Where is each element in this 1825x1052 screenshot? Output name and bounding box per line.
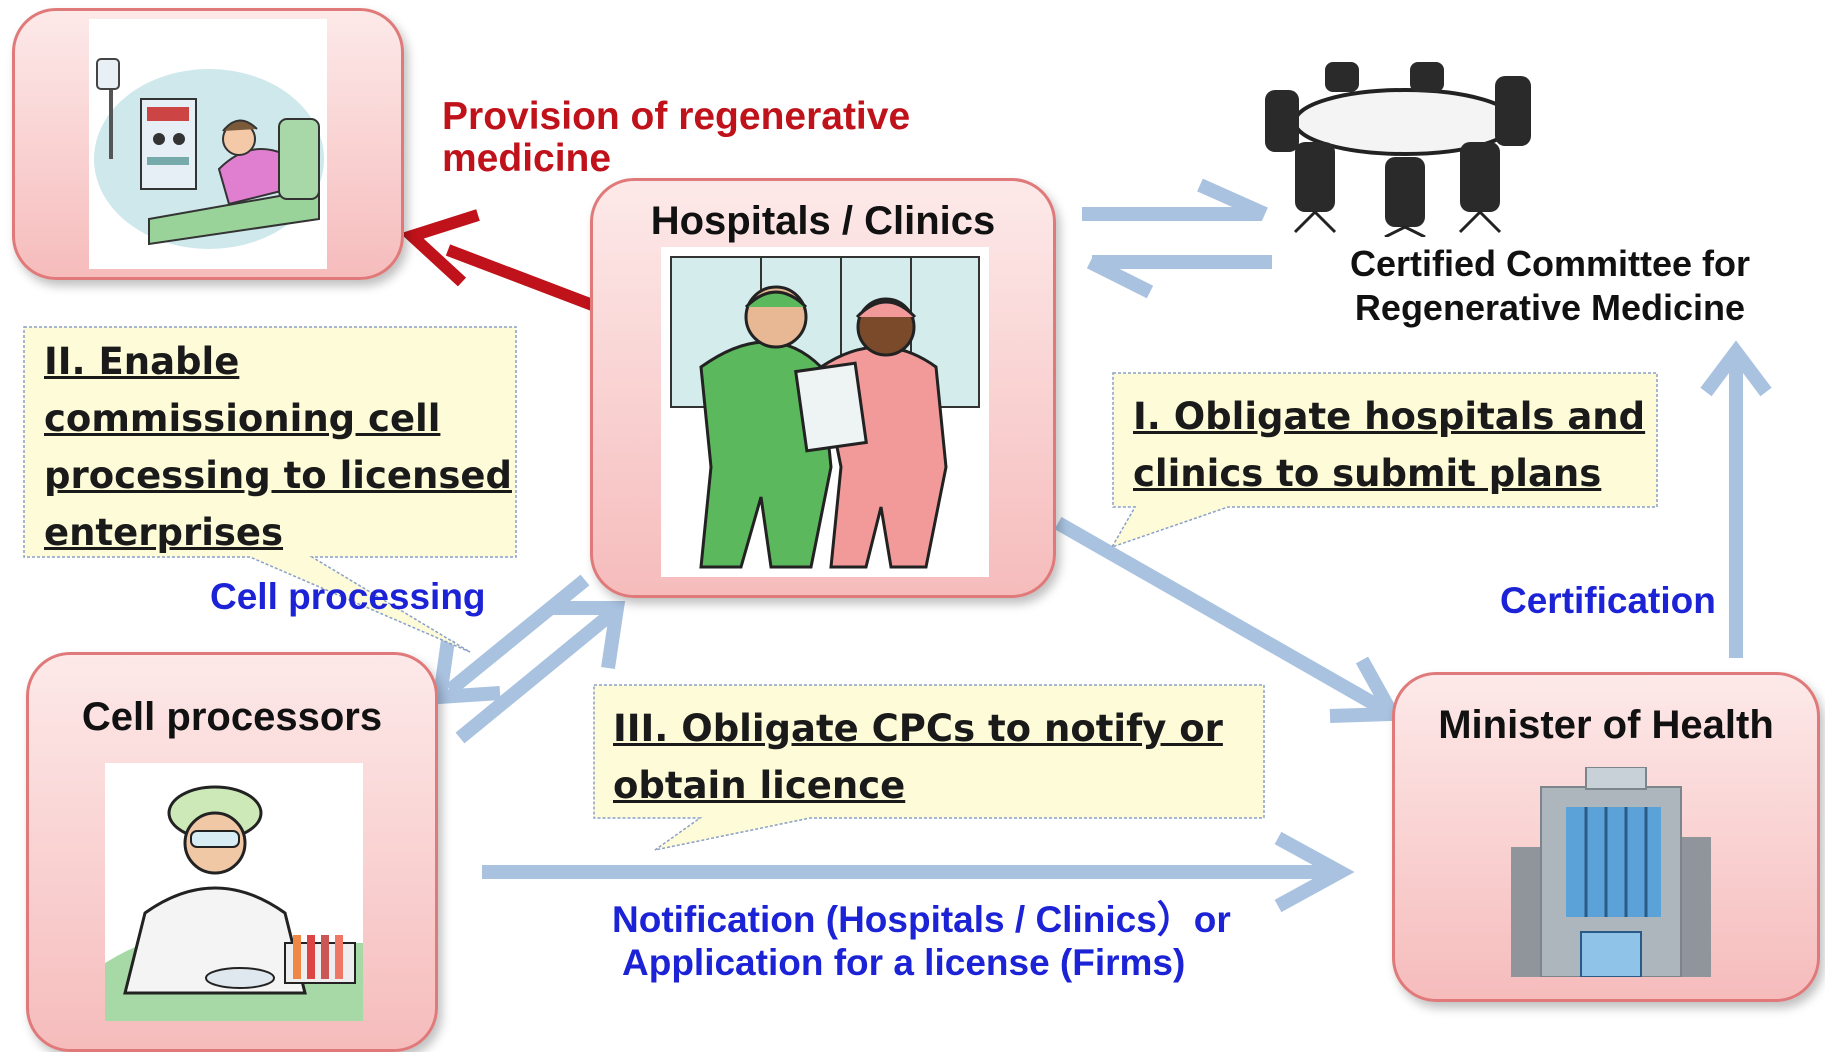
callout-2-text: II. Enable commissioning cell processing… xyxy=(44,333,512,561)
committee-icon xyxy=(1255,62,1555,239)
callout-1-text: I. Obligate hospitals and clinics to sub… xyxy=(1133,388,1645,502)
callout-3-line2: obtain licence xyxy=(613,764,906,807)
notification-label-line2: Application for a license (Firms) xyxy=(622,942,1186,983)
certification-arrow xyxy=(1700,340,1772,658)
notification-label-line1: Notification (Hospitals / Clinics）or xyxy=(612,899,1231,940)
callout-2-line3: processing to licensed xyxy=(44,454,512,497)
processor-to-hospital-arrow xyxy=(455,601,626,744)
committee-to-hospital-arrow xyxy=(1086,255,1272,299)
callout-3-line1: III. Obligate CPCs to notify or xyxy=(613,707,1223,750)
committee-label-line1: Certified Committee for xyxy=(1349,243,1751,284)
patient-box xyxy=(12,8,404,280)
hospital-to-processor-arrow xyxy=(431,574,590,705)
callout-1-bubble xyxy=(1110,372,1658,549)
callout-2-line1: II. Enable xyxy=(44,340,240,383)
callout-2-line4: enterprises xyxy=(44,511,284,554)
conference-table-icon xyxy=(1265,62,1531,239)
lab-scientist-icon xyxy=(105,763,363,1021)
committee-label-line2: Regenerative Medicine xyxy=(1354,287,1746,328)
cell-processors-title: Cell processors xyxy=(81,695,383,739)
cell-processing-label: Cell processing xyxy=(210,576,486,617)
office-building-icon xyxy=(1511,766,1711,978)
notification-label: Notification (Hospitals / Clinics）or App… xyxy=(612,898,1231,984)
callout-3-bubble xyxy=(593,684,1265,851)
callout-1-line2: clinics to submit plans xyxy=(1133,452,1602,495)
callout-3-text: III. Obligate CPCs to notify or obtain l… xyxy=(613,700,1223,814)
patient-dialysis-icon xyxy=(89,19,327,269)
provision-label: Provision of regenerative medicine xyxy=(442,96,910,180)
callout-2-bubble xyxy=(23,326,517,653)
callout-2-line2: commissioning cell xyxy=(44,397,441,440)
cell-processors-box: Cell processors xyxy=(26,652,438,1052)
hospitals-box: Hospitals / Clinics xyxy=(590,178,1056,598)
callout-1-line1: I. Obligate hospitals and xyxy=(1133,395,1646,438)
doctors-icon xyxy=(661,247,989,577)
certification-label: Certification xyxy=(1500,580,1716,621)
notification-arrow xyxy=(482,831,1355,913)
provision-label-line2: medicine xyxy=(442,137,612,180)
minister-title: Minister of Health xyxy=(1438,703,1774,747)
minister-box: Minister of Health xyxy=(1392,672,1820,1002)
provision-arrow xyxy=(400,209,598,312)
committee-label: Certified Committee for Regenerative Med… xyxy=(1330,242,1770,330)
hospital-to-committee-arrow xyxy=(1082,178,1268,221)
hospitals-title: Hospitals / Clinics xyxy=(650,199,996,243)
provision-label-line1: Provision of regenerative xyxy=(442,95,911,138)
